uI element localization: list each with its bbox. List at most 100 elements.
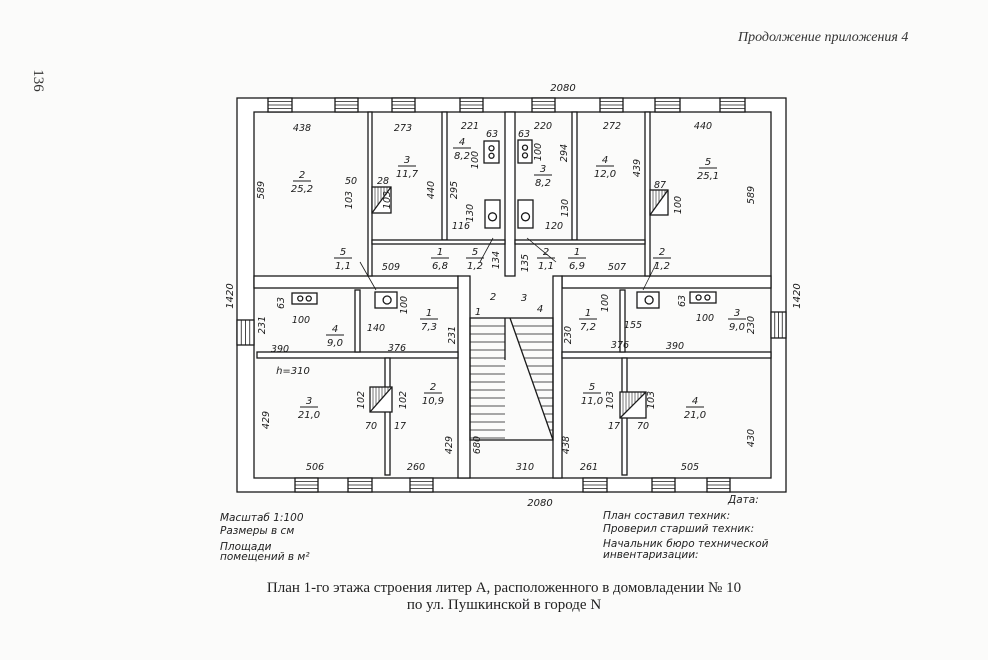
interior-wall xyxy=(571,111,578,241)
stove-diagonal xyxy=(649,189,669,216)
room-area: 1,2 xyxy=(654,261,670,272)
overall-depth-left: 1420 xyxy=(225,283,236,308)
interior-wall xyxy=(253,275,459,289)
dimension-label: 103 xyxy=(382,191,393,209)
dimension-label: 430 xyxy=(746,429,757,447)
room-area: 9,0 xyxy=(327,338,343,349)
room-area: 1,1 xyxy=(335,261,351,272)
toilet-bowl xyxy=(382,295,392,305)
overall-width-top: 2080 xyxy=(550,83,575,94)
room-area: 6,8 xyxy=(432,261,448,272)
stove-diagonal xyxy=(369,386,393,413)
dimension-label: 294 xyxy=(559,144,570,162)
scale-note: Масштаб 1:100 xyxy=(220,512,304,524)
dimension-label: 63 xyxy=(276,297,287,309)
dimension-label: 261 xyxy=(580,462,598,473)
dimension-label: 103 xyxy=(646,391,657,409)
dimension-label: 102 xyxy=(356,391,367,409)
dimension-label: 509 xyxy=(382,262,400,273)
bureau-head-1: Начальник бюро технической xyxy=(603,538,769,550)
dimension-label: 63 xyxy=(486,129,498,140)
stove-diagonal xyxy=(371,186,392,214)
dimension-label: 438 xyxy=(561,436,572,454)
overall-depth-right: 1420 xyxy=(792,283,803,308)
room-number: 3 xyxy=(734,308,740,319)
room-number: 1 xyxy=(585,308,591,319)
interior-wall xyxy=(371,239,506,245)
interior-wall xyxy=(457,275,471,479)
stair-diagonal xyxy=(509,317,554,441)
leader-line xyxy=(359,261,377,291)
dimension-label: 507 xyxy=(608,262,626,273)
room-area: 7,2 xyxy=(580,322,596,333)
burner xyxy=(695,294,702,301)
dimension-label: 63 xyxy=(518,129,530,140)
dimension-label: 221 xyxy=(461,121,479,132)
dimension-label: 273 xyxy=(394,123,412,134)
burner xyxy=(521,144,529,151)
units-note: Размеры в см xyxy=(220,525,295,537)
dimension-label: 376 xyxy=(611,340,629,351)
dimension-label: 506 xyxy=(306,462,324,473)
burner xyxy=(488,152,495,159)
dimension-label: 63 xyxy=(677,295,688,307)
room-area: 7,3 xyxy=(421,322,437,333)
staircase xyxy=(469,317,554,441)
interior-wall xyxy=(354,289,361,353)
interior-wall xyxy=(561,351,772,359)
interior-wall xyxy=(619,289,626,353)
dimension-label: 260 xyxy=(407,462,425,473)
dimension-label: 438 xyxy=(293,123,311,134)
dimension-label: 310 xyxy=(516,462,534,473)
stair-mark: 4 xyxy=(537,304,543,315)
dimension-label: 130 xyxy=(560,199,571,217)
room-area: 25,1 xyxy=(697,171,719,182)
dimension-label: 100 xyxy=(533,143,544,161)
plan-caption: План 1-го этажа строения литер А, распол… xyxy=(0,580,988,614)
dimension-label: 116 xyxy=(452,221,470,232)
interior-wall xyxy=(644,111,651,277)
room-area: 9,0 xyxy=(729,322,745,333)
continuation-header: Продолжение приложения 4 xyxy=(738,30,909,45)
dimension-label: 680 xyxy=(472,436,483,454)
bureau-head-2: инвентаризации: xyxy=(603,549,699,561)
dimension-label: 130 xyxy=(465,204,476,222)
dimension-label: 103 xyxy=(605,391,616,409)
room-area: 8,2 xyxy=(535,178,551,189)
room-area: 6,9 xyxy=(569,261,585,272)
dimension-label: 28 xyxy=(377,176,389,187)
notes-left: Масштаб 1:100 Размеры в см Площади помещ… xyxy=(220,512,310,564)
burner xyxy=(488,145,495,152)
room-area: 10,9 xyxy=(422,396,444,407)
room-number: 2 xyxy=(659,247,665,258)
dimension-label: 103 xyxy=(344,191,355,209)
dimension-label: 589 xyxy=(256,181,267,199)
compiled-by: План составил техник: xyxy=(603,510,731,522)
interior-wall xyxy=(384,357,391,476)
burner xyxy=(704,294,711,301)
dimension-label: 439 xyxy=(632,159,643,177)
burner xyxy=(297,295,304,302)
dimension-label: 429 xyxy=(444,436,455,454)
dimension-label: 134 xyxy=(491,251,502,269)
dimension-label: 231 xyxy=(447,326,458,344)
dimension-label: 390 xyxy=(271,344,289,355)
room-area: 1,2 xyxy=(467,261,483,272)
stair-mark: 2 xyxy=(490,292,496,303)
caption-line-2: по ул. Пушкинской в городе N xyxy=(406,597,602,613)
dimension-label: 230 xyxy=(746,316,757,334)
room-number: 1 xyxy=(426,308,432,319)
overall-width-bottom: 2080 xyxy=(527,498,552,509)
dimension-label: 376 xyxy=(388,343,406,354)
dimension-label: 429 xyxy=(261,411,272,429)
area-note-1: Площади xyxy=(220,541,272,553)
checked-by: Проверил старший техник: xyxy=(603,523,755,535)
room-area: 8,2 xyxy=(454,151,470,162)
dimension-label: 102 xyxy=(398,391,409,409)
cooktop xyxy=(291,292,318,305)
dimension-label: 440 xyxy=(694,121,712,132)
room-number: 4 xyxy=(692,396,698,407)
room-number: 2 xyxy=(299,170,305,181)
room-number: 3 xyxy=(404,155,410,166)
